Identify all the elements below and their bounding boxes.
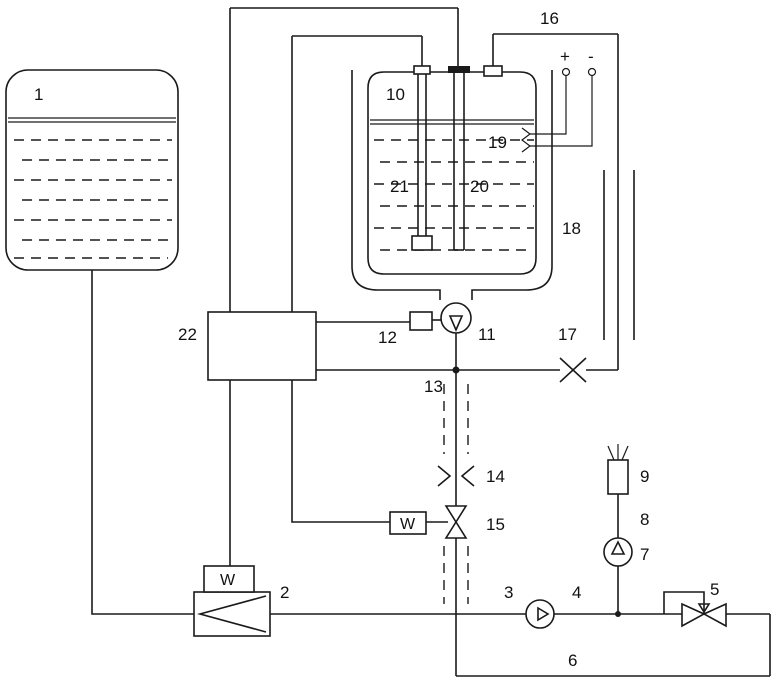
label-8: 8 xyxy=(640,510,649,529)
label-7: 7 xyxy=(640,545,649,564)
valve-15 xyxy=(444,500,468,539)
label-16: 16 xyxy=(540,9,559,28)
valve-5 xyxy=(663,591,727,628)
plus-terminal-sign: + xyxy=(560,47,570,66)
label-12: 12 xyxy=(378,328,397,347)
label-20: 20 xyxy=(470,177,489,196)
label-9: 9 xyxy=(640,467,649,486)
restrictor-17 xyxy=(559,357,587,383)
controller-box xyxy=(207,311,317,381)
label-19: 19 xyxy=(488,133,507,152)
label-13: 13 xyxy=(424,377,443,396)
label-3: 3 xyxy=(504,583,513,602)
solenoid-w-label-2: W xyxy=(220,572,236,589)
label-4: 4 xyxy=(572,583,581,602)
mixer-unit-2 xyxy=(193,380,271,637)
pump-3 xyxy=(525,599,555,629)
nozzle-9 xyxy=(607,459,629,495)
label-21: 21 xyxy=(390,177,409,196)
label-5: 5 xyxy=(710,580,719,599)
label-6: 6 xyxy=(568,651,577,670)
tank-liquid-dashes xyxy=(14,139,172,259)
solenoid-15 xyxy=(389,511,427,535)
minus-terminal-sign: - xyxy=(588,47,594,66)
reactor-vessel xyxy=(351,8,619,370)
spray-lines xyxy=(607,444,629,461)
label-18: 18 xyxy=(562,219,581,238)
label-22: 22 xyxy=(178,325,197,344)
pump-7 xyxy=(603,537,633,567)
pump-11 xyxy=(440,302,472,334)
label-17: 17 xyxy=(558,325,577,344)
solenoid-w-label-15: W xyxy=(400,516,416,533)
label-15: 15 xyxy=(486,515,505,534)
motor-12 xyxy=(409,311,433,331)
label-10: 10 xyxy=(386,85,405,104)
restrictor-14 xyxy=(437,465,475,487)
supply-tank xyxy=(5,69,179,271)
label-1: 1 xyxy=(34,85,43,104)
label-11: 11 xyxy=(478,325,496,344)
label-14: 14 xyxy=(486,467,505,486)
label-2: 2 xyxy=(280,583,289,602)
